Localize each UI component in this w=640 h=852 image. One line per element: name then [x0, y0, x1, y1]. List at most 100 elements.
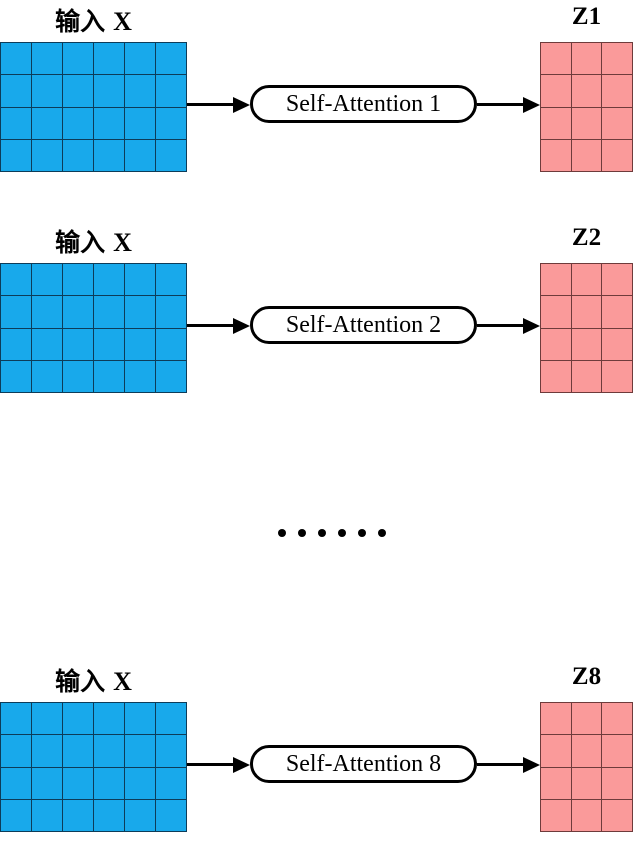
matrix-cell: [125, 75, 155, 107]
matrix-cell: [125, 43, 155, 75]
matrix-cell: [156, 735, 186, 767]
matrix-cell: [63, 799, 93, 831]
output-matrix-label: Z8: [571, 663, 602, 690]
matrix-cell: [63, 735, 93, 767]
matrix-cell: [571, 735, 602, 767]
matrix-cell: [94, 43, 124, 75]
matrix-cell: [63, 107, 93, 139]
matrix-cell: [1, 296, 31, 328]
matrix-cell: [32, 799, 62, 831]
matrix-cell: [602, 264, 632, 296]
matrix-cell: [94, 767, 124, 799]
matrix-cell: [94, 360, 124, 392]
matrix-cell: [1, 328, 31, 360]
matrix-cell: [571, 107, 602, 139]
ellipsis-dots: [278, 529, 386, 537]
matrix-cell: [32, 139, 62, 171]
matrix-cell: [63, 139, 93, 171]
matrix-cell: [541, 43, 571, 75]
matrix-cell: [63, 43, 93, 75]
matrix-cell: [156, 264, 186, 296]
matrix-cell: [125, 107, 155, 139]
matrix-cell: [125, 296, 155, 328]
matrix-cell: [1, 264, 31, 296]
matrix-cell: [602, 75, 632, 107]
arrow-attention-to-output: [477, 103, 524, 106]
matrix-cell: [541, 296, 571, 328]
output-matrix-label: Z2: [571, 224, 602, 251]
matrix-cell: [1, 799, 31, 831]
matrix-cell: [571, 767, 602, 799]
matrix-cell: [571, 360, 602, 392]
arrow-input-to-attention: [187, 103, 234, 106]
matrix-cell: [63, 75, 93, 107]
matrix-cell: [602, 107, 632, 139]
matrix-cell: [63, 360, 93, 392]
dot: [358, 529, 366, 537]
matrix-cell: [541, 107, 571, 139]
matrix-cell: [94, 296, 124, 328]
matrix-cell: [156, 75, 186, 107]
dot: [298, 529, 306, 537]
matrix-cell: [156, 360, 186, 392]
matrix-cell: [541, 767, 571, 799]
matrix-cell: [32, 703, 62, 735]
matrix-cell: [94, 107, 124, 139]
arrow-head-icon: [523, 317, 540, 334]
matrix-cell: [125, 767, 155, 799]
arrow-head-icon: [523, 756, 540, 773]
matrix-cell: [571, 328, 602, 360]
matrix-cell: [32, 43, 62, 75]
arrow-head-icon: [233, 96, 250, 113]
matrix-cell: [156, 139, 186, 171]
matrix-cell: [571, 75, 602, 107]
matrix-cell: [156, 328, 186, 360]
matrix-cell: [32, 360, 62, 392]
matrix-cell: [602, 139, 632, 171]
matrix-cell: [32, 328, 62, 360]
output-matrix: [540, 42, 633, 172]
arrow-input-to-attention: [187, 324, 234, 327]
input-label-x: X: [113, 228, 132, 257]
matrix-cell: [94, 75, 124, 107]
matrix-cell: [571, 799, 602, 831]
matrix-cell: [125, 139, 155, 171]
input-label-x: X: [113, 7, 132, 36]
matrix-cell: [602, 43, 632, 75]
self-attention-block: Self-Attention 1: [250, 85, 477, 123]
matrix-cell: [602, 296, 632, 328]
matrix-cell: [1, 139, 31, 171]
matrix-cell: [125, 799, 155, 831]
matrix-cell: [32, 296, 62, 328]
matrix-cell: [571, 296, 602, 328]
matrix-cell: [602, 735, 632, 767]
matrix-cell: [1, 767, 31, 799]
matrix-cell: [602, 328, 632, 360]
matrix-cell: [63, 264, 93, 296]
matrix-cell: [541, 264, 571, 296]
arrow-head-icon: [523, 96, 540, 113]
matrix-cell: [1, 75, 31, 107]
matrix-cell: [32, 107, 62, 139]
matrix-cell: [1, 735, 31, 767]
matrix-cell: [63, 703, 93, 735]
matrix-cell: [1, 43, 31, 75]
matrix-cell: [156, 107, 186, 139]
input-matrix: [0, 263, 187, 393]
matrix-cell: [156, 43, 186, 75]
matrix-cell: [94, 735, 124, 767]
matrix-cell: [541, 799, 571, 831]
matrix-cell: [63, 767, 93, 799]
matrix-cell: [541, 735, 571, 767]
input-matrix: [0, 42, 187, 172]
matrix-cell: [541, 328, 571, 360]
dot: [378, 529, 386, 537]
matrix-cell: [602, 703, 632, 735]
